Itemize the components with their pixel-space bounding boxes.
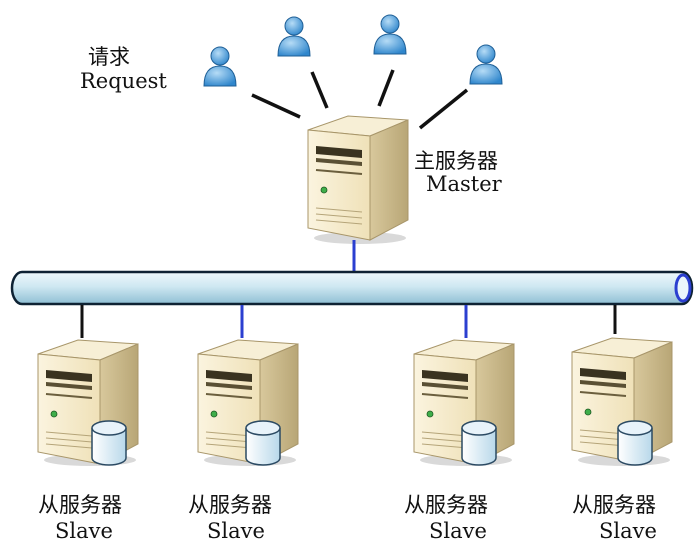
- request-label-en: Request: [80, 69, 167, 93]
- user-icon: [277, 16, 311, 57]
- slave-server-icon: [413, 339, 515, 466]
- slave-label-zh: 从服务器: [572, 493, 656, 517]
- slave-label-en: Slave: [207, 519, 265, 543]
- request-links: [251, 69, 469, 130]
- master-label-en: Master: [426, 172, 502, 196]
- slave-label-en: Slave: [429, 519, 487, 543]
- slave-server-icon: [571, 337, 673, 466]
- user-icon: [203, 46, 237, 87]
- user-icon: [373, 14, 407, 55]
- slave-server-icon: [37, 339, 139, 466]
- user-icon: [469, 44, 503, 85]
- slave-label-zh: 从服务器: [38, 493, 122, 517]
- slave-label-zh: 从服务器: [188, 493, 272, 517]
- master-label-zh: 主服务器: [414, 149, 498, 173]
- master-server-icon: [307, 115, 409, 244]
- slave-server-icon: [197, 339, 299, 466]
- request-link: [310, 71, 329, 109]
- request-link: [377, 69, 395, 107]
- request-link: [418, 88, 469, 130]
- slave-label-zh: 从服务器: [404, 493, 488, 517]
- slave-label-en: Slave: [55, 519, 113, 543]
- slave-label-en: Slave: [599, 519, 657, 543]
- request-label-zh: 请求: [88, 45, 130, 69]
- network-bus: [10, 270, 694, 306]
- request-link: [251, 93, 301, 119]
